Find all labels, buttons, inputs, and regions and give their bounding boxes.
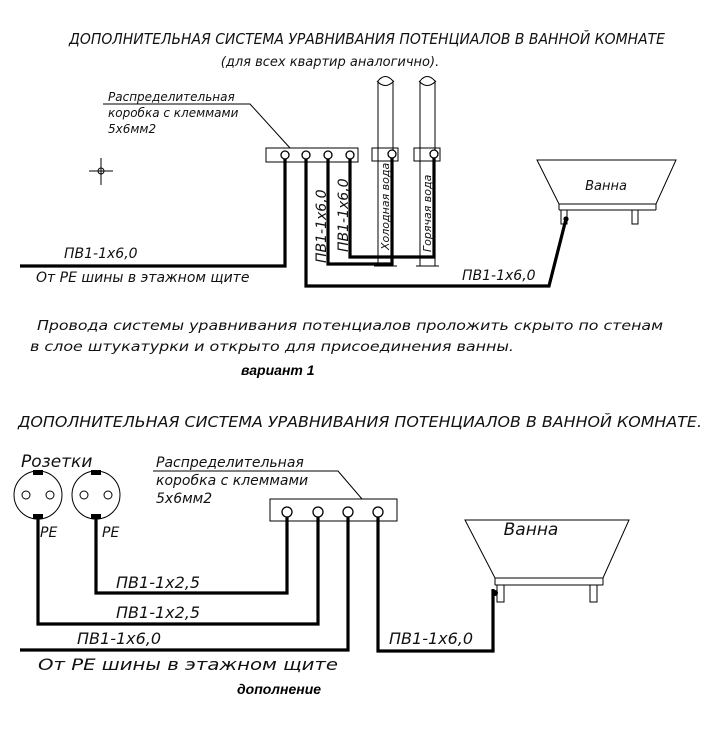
hot-water-pipe: Горячая вода bbox=[413, 76, 441, 267]
variant1-bath-cable-label: ПВ1-1х6,0 bbox=[462, 268, 536, 284]
variant1-riser-cable-2: ПВ1-1х6,0 bbox=[336, 178, 352, 252]
crosshair-marker bbox=[89, 158, 113, 185]
socket-2 bbox=[71, 470, 121, 520]
hot-water-label: Горячая вода bbox=[421, 174, 434, 252]
variant1-junction-box bbox=[265, 147, 359, 163]
svg-text:коробка с клеммами: коробка с клеммами bbox=[108, 106, 239, 120]
svg-text:Распределительная: Распределительная bbox=[156, 455, 304, 471]
addition-bathtub: Ванна bbox=[464, 519, 630, 603]
socket-2-cable-label: ПВ1-1х2,5 bbox=[116, 573, 200, 592]
variant1-note-line-1: Провода системы уравнивания потенциалов … bbox=[37, 318, 663, 334]
variant1-riser-cable-1: ПВ1-1х6,0 bbox=[314, 189, 330, 263]
addition-caption: дополнение bbox=[237, 681, 321, 697]
cold-water-label: Холодная вода bbox=[379, 163, 392, 251]
variant1-source-label: От РЕ шины в этажном щите bbox=[36, 270, 249, 286]
variant1-note-line-2: в слое штукатурки и открыто для присоеди… bbox=[30, 339, 514, 355]
addition-junction-box bbox=[269, 498, 398, 522]
socket-2-wire bbox=[94, 517, 289, 595]
svg-text:коробка с клеммами: коробка с клеммами bbox=[156, 473, 308, 489]
variant1-caption: вариант 1 bbox=[241, 362, 315, 378]
addition-main-wire bbox=[20, 517, 350, 652]
addition-title: ДОПОЛНИТЕЛЬНАЯ СИСТЕМА УРАВНИВАНИЯ ПОТЕН… bbox=[17, 412, 702, 431]
variant1-diagram: ДОПОЛНИТЕЛЬНАЯ СИСТЕМА УРАВНИВАНИЯ ПОТЕН… bbox=[20, 29, 677, 378]
socket-1-cable-label: ПВ1-1х2,5 bbox=[116, 603, 200, 622]
addition-box-label: Распределительная коробка с клеммами 5х6… bbox=[153, 455, 363, 507]
addition-bath-wire bbox=[376, 517, 495, 653]
addition-bath-cable-label: ПВ1-1х6,0 bbox=[389, 629, 473, 648]
addition-source-label: От РЕ шины в этажном щите bbox=[38, 655, 338, 674]
socket-1 bbox=[13, 470, 63, 520]
variant1-hot-water-wire bbox=[348, 158, 436, 259]
variant1-bath-wire bbox=[304, 159, 568, 288]
variant1-title: ДОПОЛНИТЕЛЬНАЯ СИСТЕМА УРАВНИВАНИЯ ПОТЕН… bbox=[68, 29, 665, 48]
svg-text:Распределительная: Распределительная bbox=[108, 90, 235, 104]
addition-bath-label: Ванна bbox=[504, 520, 559, 540]
svg-text:5х6мм2: 5х6мм2 bbox=[108, 122, 156, 136]
pe-label-2: PE bbox=[102, 525, 119, 541]
variant1-subtitle: (для всех квартир аналогично). bbox=[221, 55, 439, 70]
svg-text:5х6мм2: 5х6мм2 bbox=[156, 491, 212, 507]
variant1-box-label: Распределительная коробка с клеммами 5х6… bbox=[103, 90, 291, 149]
variant1-main-wire bbox=[20, 159, 287, 268]
variant1-cold-water-wire bbox=[326, 158, 394, 266]
addition-diagram: ДОПОЛНИТЕЛЬНАЯ СИСТЕМА УРАВНИВАНИЯ ПОТЕН… bbox=[13, 412, 702, 697]
addition-main-cable-label: ПВ1-1х6,0 bbox=[77, 629, 161, 648]
socket-1-wire bbox=[36, 517, 320, 626]
variant1-bath-label: Ванна bbox=[585, 179, 627, 194]
cold-water-pipe: Холодная вода bbox=[371, 76, 399, 267]
variant1-main-cable-label: ПВ1-1х6,0 bbox=[64, 246, 138, 262]
pe-label-1: PE bbox=[40, 525, 57, 541]
sockets-label: Розетки bbox=[21, 452, 92, 472]
variant1-bathtub: Ванна bbox=[536, 159, 677, 225]
